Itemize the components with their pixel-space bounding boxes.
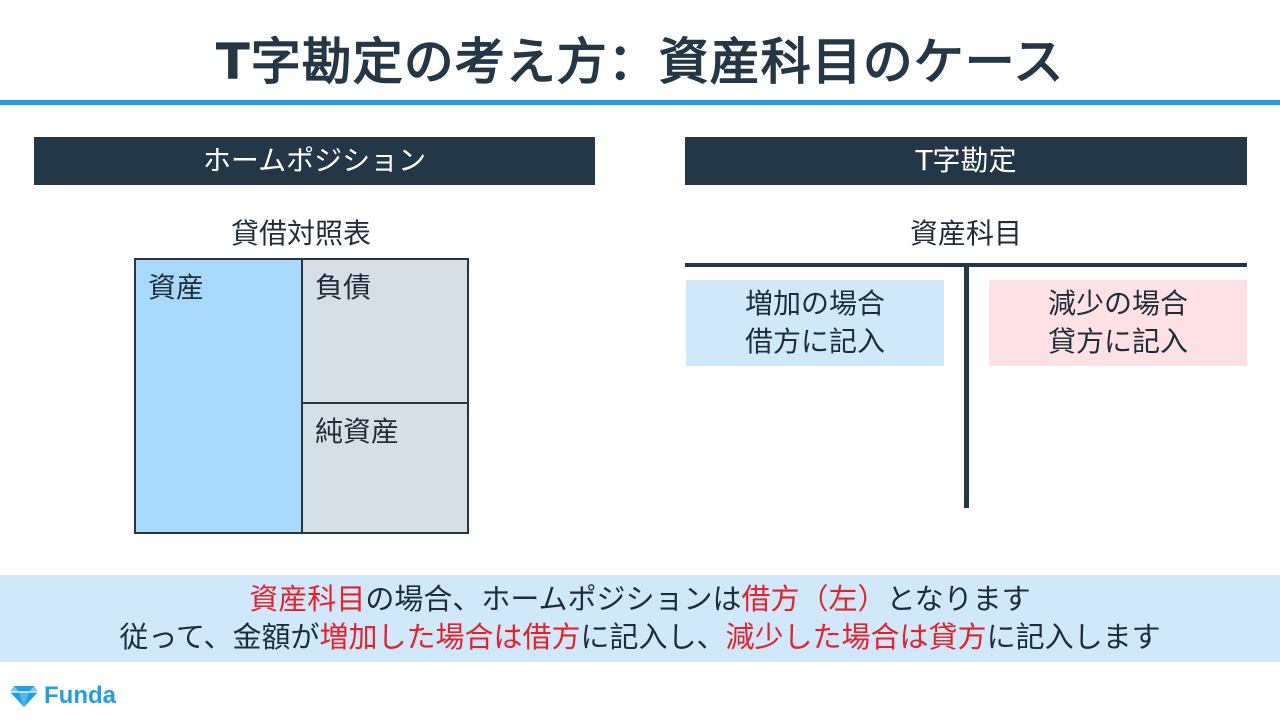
- note-segment: 資産科目: [249, 582, 366, 616]
- equity-box: 純資産: [301, 402, 469, 534]
- logo-text: Funda: [44, 682, 116, 709]
- equity-label: 純資産: [315, 415, 400, 448]
- credit-line-2: 貸方に記入: [1047, 325, 1188, 358]
- explanation-note: 資産科目の場合、ホームポジションは借方（左）となります 従って、金額が増加した場…: [0, 575, 1280, 662]
- note-segment: となります: [886, 582, 1031, 616]
- note-segment: 減少した場合は貸方: [725, 620, 987, 654]
- credit-box: 減少の場合 貸方に記入: [989, 280, 1247, 366]
- liabilities-label: 負債: [315, 271, 372, 304]
- t-account-header: T字勘定: [685, 137, 1247, 185]
- diamond-icon: [10, 686, 38, 707]
- title-divider: [0, 100, 1280, 105]
- note-segment: に記入し、: [580, 620, 726, 654]
- page-title: T字勘定の考え方：資産科目のケース: [215, 33, 1065, 91]
- note-segment: に記入します: [986, 620, 1161, 654]
- debit-line-2: 借方に記入: [744, 325, 885, 358]
- account-caption: 資産科目: [909, 217, 1022, 250]
- t-account-vertical-line: [964, 263, 969, 508]
- assets-label: 資産: [148, 271, 205, 304]
- debit-line-1: 増加の場合: [744, 287, 885, 320]
- liabilities-box: 負債: [301, 258, 469, 404]
- debit-box: 増加の場合 借方に記入: [686, 280, 944, 366]
- note-segment: 借方（左）: [741, 582, 887, 616]
- funda-logo: Funda: [10, 680, 116, 712]
- credit-line-1: 減少の場合: [1047, 287, 1188, 320]
- note-segment: の場合、ホームポジションは: [365, 582, 742, 616]
- note-line-2: 従って、金額が増加した場合は借方に記入し、減少した場合は貸方に記入します: [0, 618, 1280, 656]
- assets-box: 資産: [134, 258, 303, 534]
- balance-sheet-caption: 貸借対照表: [230, 217, 371, 250]
- note-segment: 従って、金額が: [119, 620, 320, 654]
- home-position-header: ホームポジション: [34, 137, 595, 185]
- note-segment: 増加した場合は借方: [319, 620, 581, 654]
- note-line-1: 資産科目の場合、ホームポジションは借方（左）となります: [0, 580, 1280, 618]
